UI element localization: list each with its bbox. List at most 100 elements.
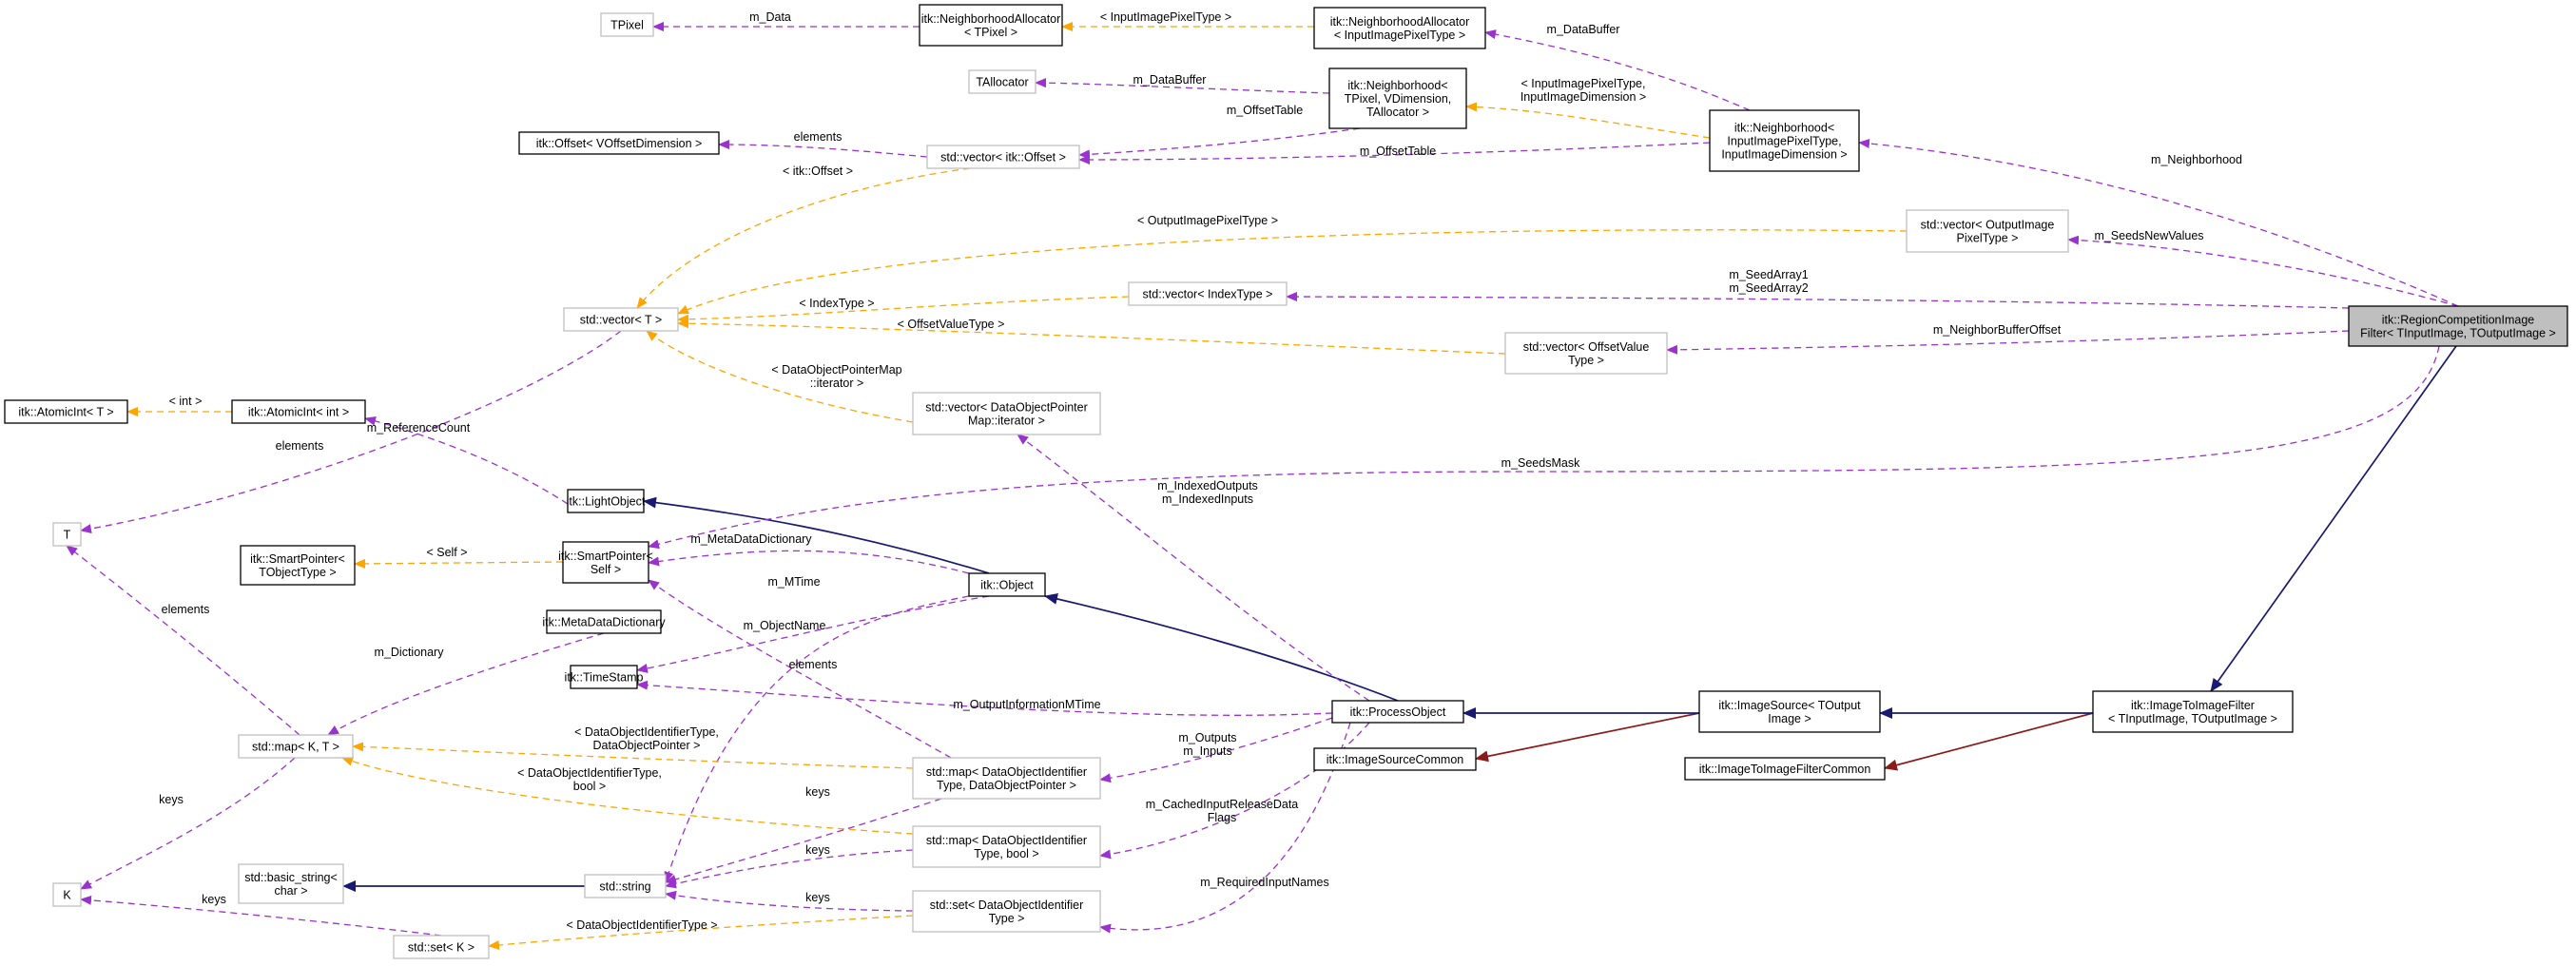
- node-box: [567, 489, 645, 513]
- edge-label: < int >: [169, 395, 203, 408]
- usage-edge-line: [80, 330, 622, 534]
- edge-e_tpl_map_bool: < DataObjectIdentifierType,bool >: [341, 757, 914, 835]
- edge-label: keys: [805, 843, 830, 857]
- node-timestamp[interactable]: itk::TimeStamp: [565, 665, 644, 689]
- usage-edge-line: [648, 550, 970, 574]
- node-box: [912, 757, 1101, 800]
- node-metadict[interactable]: itk::MetaDataDictionary: [542, 609, 666, 634]
- node-t[interactable]: T: [52, 522, 82, 547]
- node-processobject[interactable]: itk::ProcessObject: [1331, 700, 1464, 724]
- node-offset[interactable]: itk::Offset< VOffsetDimension >: [518, 131, 720, 155]
- edge-e_tpl_nalloc: < InputImagePixelType >: [1061, 10, 1314, 31]
- node-label: std::map< K, T >: [252, 741, 339, 754]
- node-set_k[interactable]: std::set< K >: [393, 935, 490, 959]
- edge-label: m_SeedsMask: [1501, 456, 1580, 470]
- edge-e_tpl_neigh: < InputImagePixelType,InputImageDimensio…: [1465, 77, 1711, 139]
- edge-e_reg_imgtoimg: [2210, 345, 2457, 692]
- template-edge-line: [341, 757, 914, 835]
- node-neighborhood_in[interactable]: itk::Neighborhood<InputImagePixelType,In…: [1709, 109, 1860, 172]
- edge-label: < Self >: [426, 546, 467, 559]
- node-object[interactable]: itk::Object: [968, 572, 1046, 597]
- node-lightobject[interactable]: itk::LightObject: [567, 489, 646, 513]
- node-imgtoimgcommon[interactable]: itk::ImageToImageFilterCommon: [1684, 757, 1886, 781]
- usage-edge-line: [364, 415, 569, 505]
- node-smartptr_t[interactable]: itk::SmartPointer<TObjectType >: [240, 545, 356, 586]
- edge-e_tpl_vecoffset: < itk::Offset >: [636, 164, 971, 309]
- node-box: [926, 145, 1080, 169]
- edge-label: < InputImagePixelType,InputImageDimensio…: [1520, 77, 1646, 104]
- edge-label: m_DataBuffer: [1547, 23, 1620, 36]
- edge-e_offsettable_in: m_OffsetTable: [1078, 142, 1711, 164]
- node-label: itk::ProcessObject: [1350, 705, 1446, 719]
- edge-e_tpl_set: < DataObjectIdentifierType >: [488, 915, 914, 950]
- edge-e_tpl_smartptr: < Self >: [354, 546, 564, 569]
- edge-label: < InputImagePixelType >: [1100, 10, 1231, 24]
- template-edge-line: [1465, 102, 1711, 139]
- edge-label: m_NeighborBufferOffset: [1933, 323, 2062, 337]
- node-imagesourcecommon[interactable]: itk::ImageSourceCommon: [1313, 747, 1477, 771]
- template-edge-line: [677, 229, 1908, 315]
- node-vec_t[interactable]: std::vector< T >: [563, 307, 679, 332]
- node-map_kt[interactable]: std::map< K, T >: [238, 734, 354, 759]
- node-k[interactable]: K: [52, 882, 82, 907]
- node-tallocator[interactable]: TAllocator: [968, 69, 1036, 94]
- node-box: [4, 399, 128, 424]
- node-box: [912, 392, 1101, 435]
- inherit-edge-line: [643, 496, 990, 574]
- usage-edge-line: [1484, 29, 1751, 111]
- node-label: itk::SmartPointer<TObjectType >: [250, 552, 345, 579]
- node-basic_string[interactable]: std::basic_string<char >: [238, 863, 344, 904]
- node-imgtoimg[interactable]: itk::ImageToImageFilter< TInputImage, TO…: [2092, 690, 2294, 733]
- node-label: std::vector< T >: [580, 314, 662, 327]
- node-box: [238, 734, 354, 759]
- node-box: [912, 890, 1101, 933]
- edge-label: < DataObjectIdentifierType,bool >: [517, 766, 662, 793]
- node-atomicint_t[interactable]: itk::AtomicInt< T >: [4, 399, 128, 424]
- node-string[interactable]: std::string: [584, 874, 667, 898]
- node-tpixel[interactable]: TPixel: [600, 12, 654, 37]
- edge-e_tpl_map_dop: < DataObjectIdentifierType,DataObjectPoi…: [352, 725, 914, 769]
- usage-edge-line: [665, 890, 914, 912]
- node-nalloc_t[interactable]: itk::NeighborhoodAllocator< TPixel >: [919, 4, 1063, 47]
- edge-e_keys_map_k: keys: [80, 757, 296, 890]
- node-smartptr_self[interactable]: itk::SmartPointer<Self >: [558, 541, 653, 584]
- edge-label: m_MTime: [767, 575, 820, 589]
- edge-label: m_DataBuffer: [1133, 73, 1207, 87]
- edge-e_elements_mapdop: elements: [648, 579, 952, 759]
- node-atomicint_int[interactable]: itk::AtomicInt< int >: [231, 399, 366, 424]
- usage-edge-line: [1078, 127, 1361, 160]
- node-label: T: [64, 529, 71, 542]
- edge-label: m_RequiredInputNames: [1200, 876, 1329, 889]
- edge-e_offsettable_t: m_OffsetTable: [1078, 104, 1361, 160]
- edge-label: < DataObjectIdentifierType,DataObjectPoi…: [574, 725, 719, 752]
- node-label: itk::Neighborhood<InputImagePixelType,In…: [1721, 122, 1847, 162]
- edge-e_mdata: m_Data: [652, 10, 920, 31]
- node-box: [546, 609, 662, 634]
- edge-label: < IndexType >: [799, 297, 874, 310]
- node-neighborhood_t[interactable]: itk::Neighborhood<TPixel, VDimension,TAl…: [1328, 68, 1467, 129]
- node-nalloc_in[interactable]: itk::NeighborhoodAllocator< InputImagePi…: [1313, 7, 1486, 49]
- edge-label: < OutputImagePixelType >: [1137, 214, 1278, 227]
- node-vec_offset[interactable]: std::vector< itk::Offset >: [926, 145, 1080, 169]
- node-vec_index[interactable]: std::vector< IndexType >: [1128, 281, 1288, 306]
- usage-edge-line: [648, 345, 2440, 550]
- node-box: [584, 874, 667, 898]
- private-edge-line: [1884, 712, 2094, 771]
- node-label: itk::NeighborhoodAllocator< TPixel >: [921, 12, 1061, 39]
- usage-edge-line: [636, 680, 1333, 716]
- node-box: [518, 131, 720, 155]
- node-label: itk::ImageSourceCommon: [1327, 753, 1464, 766]
